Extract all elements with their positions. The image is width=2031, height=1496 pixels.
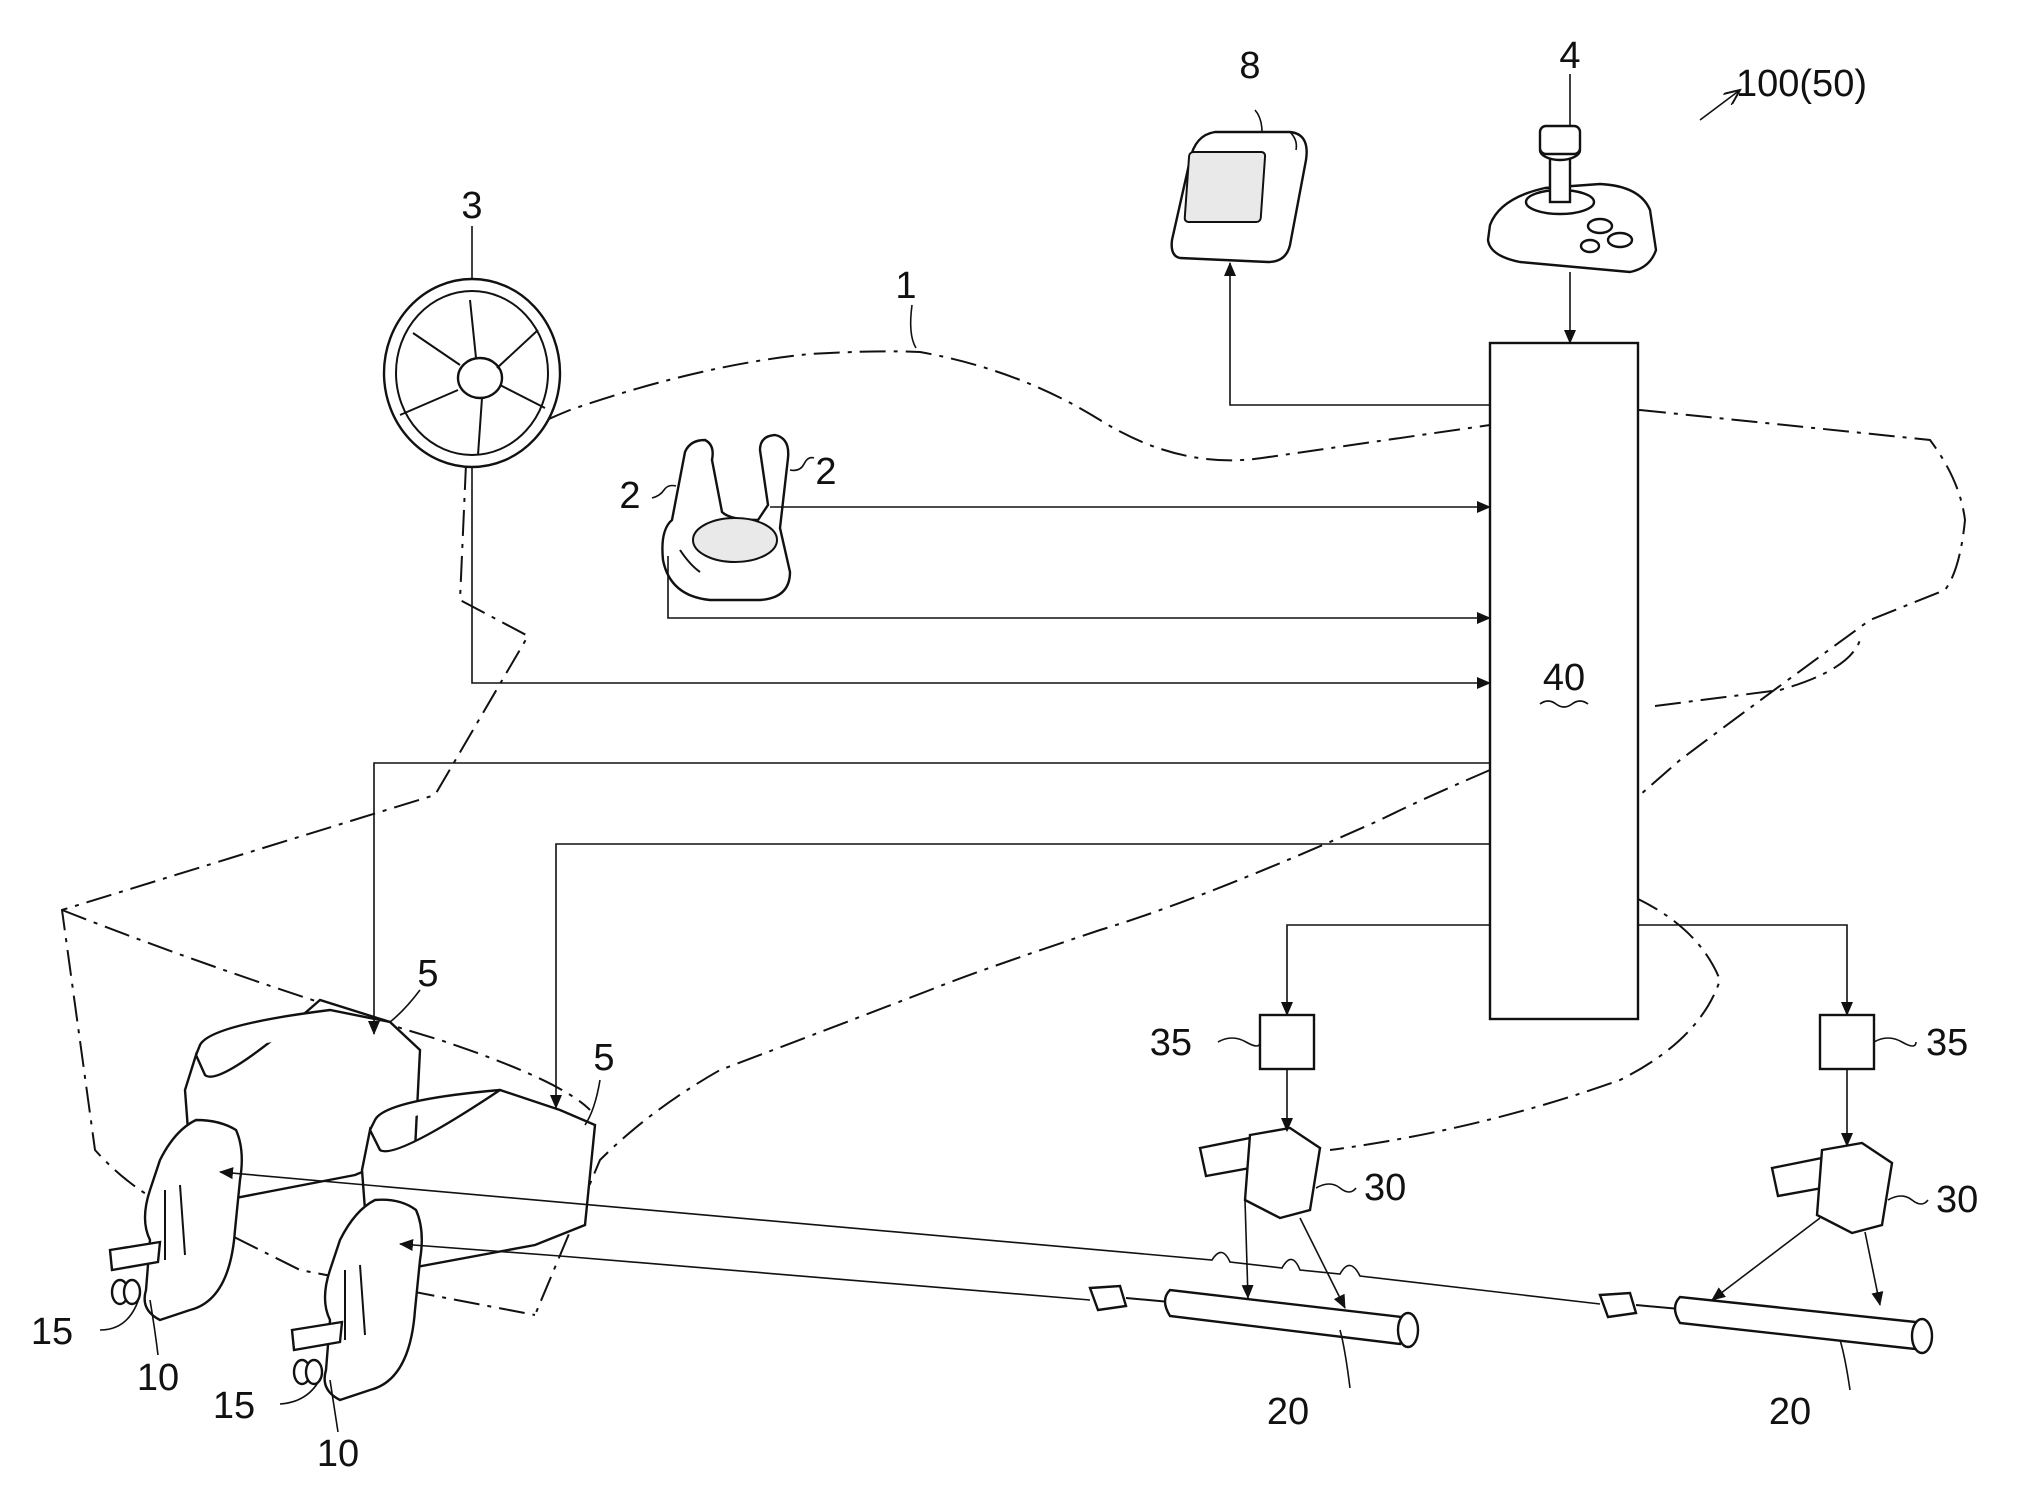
outboard-b-label: 10	[317, 1433, 359, 1475]
system-ref-label: 100(50)	[1736, 63, 1867, 105]
engine-b-label: 5	[593, 1037, 614, 1079]
outboard-b	[292, 1200, 422, 1400]
pump-b-label: 30	[1936, 1179, 1978, 1221]
driver-b-label: 35	[1926, 1022, 1968, 1064]
joystick-label: 4	[1559, 35, 1580, 77]
actuator-b-label: 20	[1769, 1391, 1811, 1433]
display-device	[1172, 132, 1307, 262]
joystick-device	[1488, 126, 1656, 272]
controller-label: 40	[1543, 657, 1585, 699]
driver-a-label: 35	[1150, 1022, 1192, 1064]
outboard-a	[110, 1120, 242, 1320]
display-label: 8	[1239, 45, 1260, 87]
steering-wheel	[384, 279, 560, 467]
steering-wheel-label: 3	[461, 185, 482, 227]
hull-label: 1	[895, 265, 916, 307]
actuator-a	[1090, 1286, 1418, 1347]
engine-a-label: 5	[417, 953, 438, 995]
pump-b	[1772, 1143, 1892, 1233]
actuator-b	[1600, 1293, 1932, 1353]
pump-a	[1200, 1128, 1320, 1218]
driver-box-a	[1260, 1015, 1314, 1069]
propeller-b-label: 15	[213, 1385, 255, 1427]
actuator-a-label: 20	[1267, 1391, 1309, 1433]
propeller-a-label: 15	[31, 1311, 73, 1353]
remote-control	[662, 435, 790, 600]
pump-a-label: 30	[1364, 1167, 1406, 1209]
outboard-a-label: 10	[137, 1357, 179, 1399]
remote-right-label: 2	[815, 451, 836, 493]
remote-left-label: 2	[619, 475, 640, 517]
driver-box-b	[1820, 1015, 1874, 1069]
